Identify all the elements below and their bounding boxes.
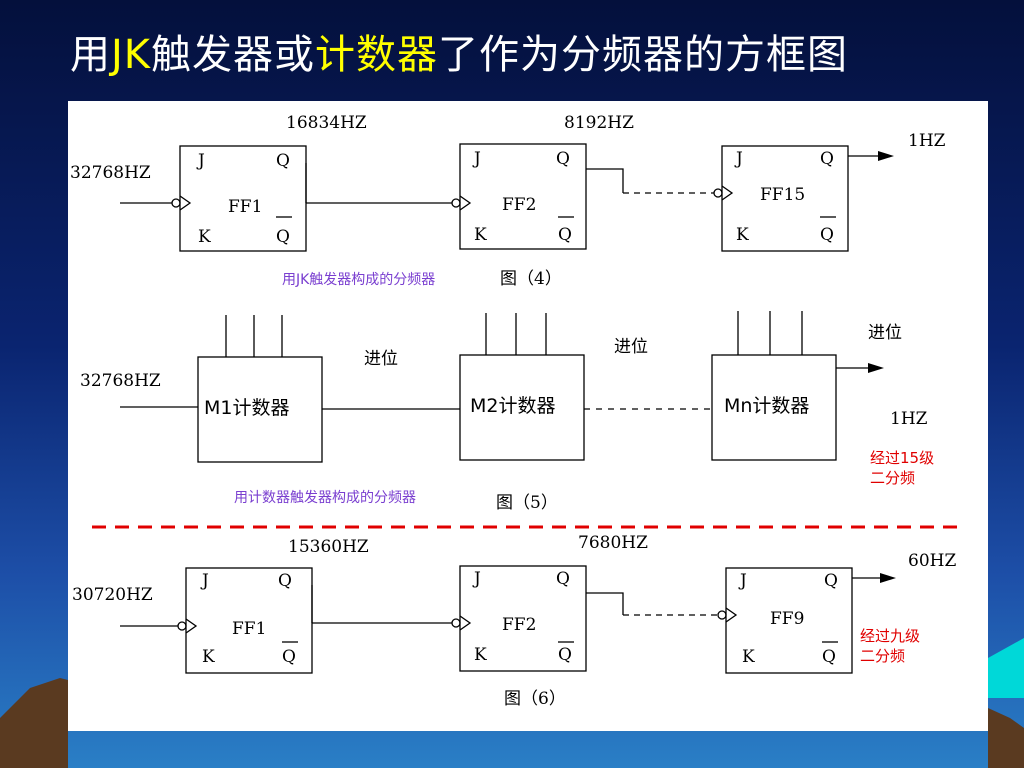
ff15-box <box>721 145 849 252</box>
m2-counter-label: M2计数器 <box>470 395 556 417</box>
fig6-ff1-q-pin: Q <box>278 571 292 591</box>
ff15-q-pin: Q <box>820 149 834 169</box>
ff15-qbar-pin: Q <box>820 225 834 245</box>
ff2-qbar-pin: Q <box>558 225 572 245</box>
fig5-carry-label-3: 进位 <box>868 323 902 343</box>
mountain-silhouette <box>0 638 1024 768</box>
fig6-ff2-j-pin: J <box>474 569 481 589</box>
fig6-ff2-q-pin: Q <box>556 569 570 589</box>
fig5-carry-label-1: 进位 <box>364 349 398 369</box>
ff1-k-pin: K <box>198 227 211 247</box>
fig6-ff9-k-pin: K <box>742 647 755 667</box>
fig6-ff1-j-pin: J <box>202 571 209 591</box>
fig4-ff1-output-frequency: 16834HZ <box>286 113 367 133</box>
fig6-ff1-name: FF1 <box>232 619 267 639</box>
diagram-lines <box>92 143 958 674</box>
fig6-ff1-output-frequency: 15360HZ <box>288 537 369 557</box>
ff1-qbar-pin: Q <box>276 227 290 247</box>
ff15-k-pin: K <box>736 225 749 245</box>
fig5-input-frequency: 32768HZ <box>80 371 161 391</box>
fig6-ff9-qbar-pin: Q <box>822 647 836 667</box>
fig6-ff9-q-pin: Q <box>824 571 838 591</box>
mn-counter-label: Mn计数器 <box>724 395 810 417</box>
ff9-box-fig6 <box>725 567 853 674</box>
fig4-figure-number: 图（4） <box>500 269 562 289</box>
fig4-caption: 用JK触发器构成的分频器 <box>282 272 436 288</box>
ff1-name: FF1 <box>228 197 263 217</box>
ff2-box-fig6 <box>459 565 587 672</box>
fig5-caption: 用计数器触发器构成的分频器 <box>234 490 416 506</box>
fig6-ff9-j-pin: J <box>740 571 747 591</box>
ff15-j-pin: J <box>736 149 743 169</box>
fig6-output-frequency: 60HZ <box>908 551 957 571</box>
ff1-q-pin: Q <box>276 151 290 171</box>
mn-counter-box <box>711 354 837 461</box>
fig6-ff2-k-pin: K <box>474 645 487 665</box>
ff15-name: FF15 <box>760 185 806 205</box>
fig6-ff2-name: FF2 <box>502 615 537 635</box>
fig5-carry-label-2: 进位 <box>614 337 648 357</box>
ff2-j-pin: J <box>474 149 481 169</box>
ff2-k-pin: K <box>474 225 487 245</box>
fig4-ff2-output-frequency: 8192HZ <box>564 113 634 133</box>
m1-counter-label: M1计数器 <box>204 397 290 419</box>
fig5-stage-note: 经过15级 二分频 <box>870 449 935 487</box>
diagram-panel: 32768HZ 16834HZ 8192HZ 1HZ J Q FF1 K Q J… <box>68 101 988 731</box>
fig4-input-frequency: 32768HZ <box>70 163 151 183</box>
fig6-ff1-k-pin: K <box>202 647 215 667</box>
slide-title: 用JK触发器或计数器了作为分频器的方框图 <box>70 32 849 78</box>
fig6-input-frequency: 30720HZ <box>72 585 153 605</box>
fig6-ff1-qbar-pin: Q <box>282 647 296 667</box>
ff2-name: FF2 <box>502 195 537 215</box>
ff1-j-pin: J <box>198 151 205 171</box>
ff2-q-pin: Q <box>556 149 570 169</box>
fig6-ff2-output-frequency: 7680HZ <box>578 533 648 553</box>
m2-counter-box <box>459 354 585 461</box>
fig6-stage-note: 经过九级 二分频 <box>860 627 921 665</box>
fig5-output-frequency: 1HZ <box>890 409 928 429</box>
fig5-figure-number: 图（5） <box>496 493 558 513</box>
fig6-ff9-name: FF9 <box>770 609 805 629</box>
fig4-output-frequency: 1HZ <box>908 131 946 151</box>
fig6-ff2-qbar-pin: Q <box>558 645 572 665</box>
fig6-figure-number: 图（6） <box>504 689 566 709</box>
